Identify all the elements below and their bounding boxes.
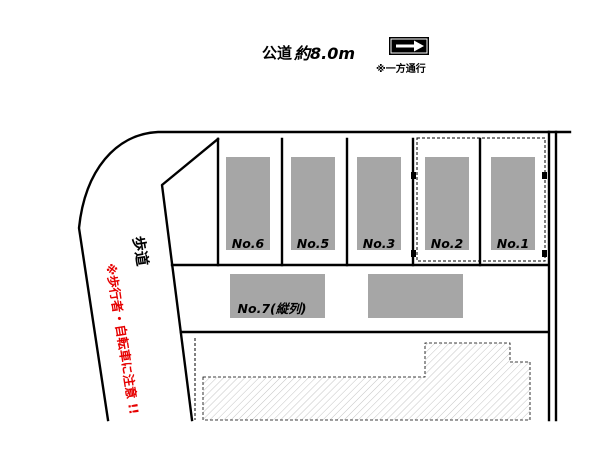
sidewalk-warning: ※歩行者・自転車に注意 !! — [103, 262, 142, 415]
car-space-no2 — [425, 157, 469, 250]
car-space-no1 — [491, 157, 535, 250]
space-label-no3: No.3 — [363, 236, 396, 251]
inner-sidewalk-line — [160, 137, 220, 422]
space-label-no5: No.5 — [297, 236, 330, 251]
building-area — [202, 342, 531, 421]
road-width: 約8.0m — [293, 44, 355, 63]
space-label-no2: No.2 — [431, 236, 464, 251]
reserved-area-outline — [416, 137, 546, 262]
road-name: 公道 — [262, 44, 292, 62]
car-space-no6 — [226, 157, 270, 250]
sidewalk-label: 歩道 — [129, 235, 151, 267]
car-space-no7 — [230, 274, 325, 318]
space-label-no1: No.1 — [497, 236, 530, 251]
space-label-no7: No.7(縦列) — [238, 301, 307, 316]
marker — [542, 172, 547, 179]
space-label-no6: No.6 — [232, 236, 265, 251]
marker — [411, 250, 416, 257]
car-space-no3 — [357, 157, 401, 250]
marker — [542, 250, 547, 257]
right-arrow-icon — [389, 37, 429, 55]
outer-curb-line — [77, 130, 550, 422]
car-space-unlabeled — [368, 274, 463, 318]
one-way-note: ※一方通行 — [376, 62, 426, 75]
car-space-no5 — [291, 157, 335, 250]
marker — [411, 172, 416, 179]
